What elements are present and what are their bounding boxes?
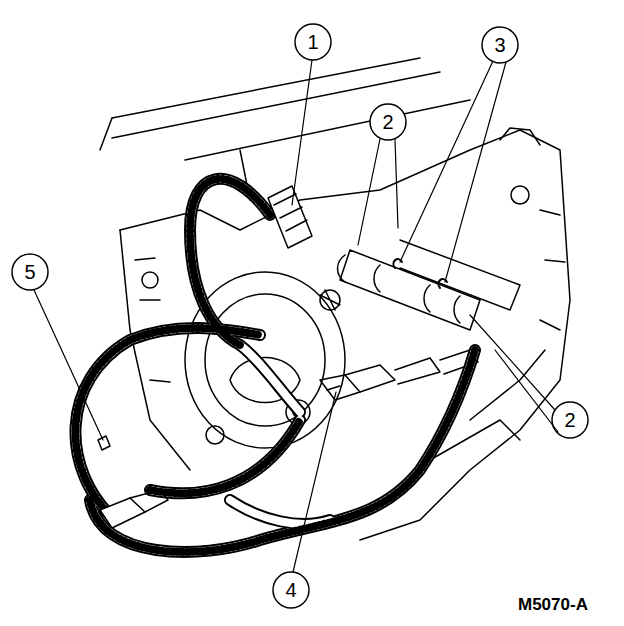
wiring-harness [75, 179, 475, 552]
harness-connector [268, 186, 312, 248]
leader-line [34, 60, 558, 572]
callout-number: 2 [564, 410, 575, 430]
callout-number: 4 [285, 580, 296, 600]
callout-number: 3 [494, 35, 505, 55]
frame-rail [100, 58, 470, 200]
wiring-harness-core [75, 179, 475, 552]
callout-number: 1 [307, 32, 318, 52]
solenoid [338, 240, 521, 330]
callout-circle [12, 24, 588, 608]
callout-number: 2 [382, 112, 393, 132]
callout-number: 5 [24, 262, 35, 282]
wiring-harness-ribs [75, 179, 475, 552]
figure-code: M5070-A [518, 596, 588, 613]
starter-motor [185, 272, 345, 448]
cable-end [98, 436, 168, 528]
